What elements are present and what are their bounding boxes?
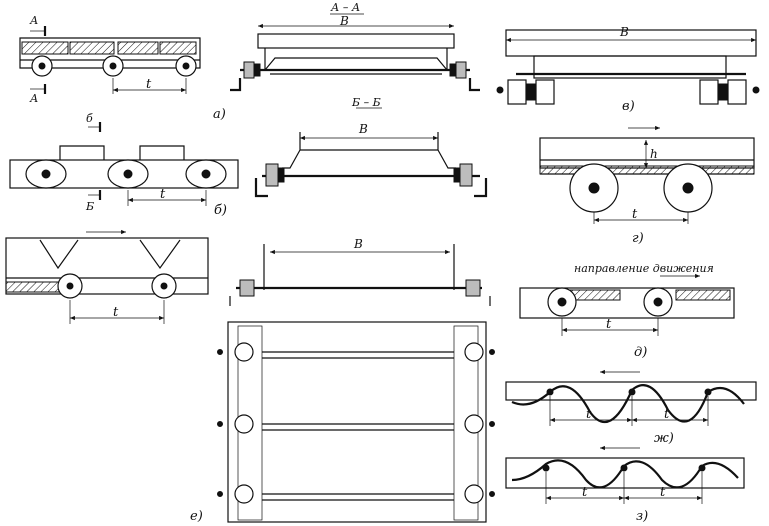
figure-label-zh: ж) bbox=[654, 431, 674, 446]
figure-left-middle-side-view bbox=[5, 229, 209, 324]
dimension-t-z1: t bbox=[582, 485, 588, 500]
section-title-bb: Б – Б bbox=[351, 96, 381, 109]
section-aa-view bbox=[230, 13, 480, 92]
figure-label-b: б) bbox=[214, 203, 227, 218]
section-bb-view bbox=[254, 107, 488, 198]
figure-label-g: г) bbox=[632, 231, 644, 246]
dimension-B-aa: B bbox=[339, 14, 349, 28]
section-mark-b-bottom: Б bbox=[85, 200, 94, 213]
dimension-t-zh2: t bbox=[664, 407, 670, 422]
figure-v-end-view bbox=[496, 29, 760, 105]
figure-b-side-view bbox=[9, 122, 239, 206]
dimension-t-d: t bbox=[606, 317, 612, 332]
dimension-t-a: t bbox=[146, 77, 152, 92]
section-mark-a-top: А bbox=[29, 14, 38, 27]
figure-label-a: а) bbox=[213, 107, 226, 122]
figure-label-e: е) bbox=[190, 509, 203, 524]
figure-z-side-view bbox=[505, 445, 745, 504]
figure-e-plan-view bbox=[217, 244, 495, 523]
figure-label-v: в) bbox=[622, 99, 635, 114]
figure-label-d: д) bbox=[634, 345, 647, 360]
dimension-t-g: t bbox=[632, 207, 638, 222]
figure-zh-side-view bbox=[505, 369, 757, 426]
section-mark-a-bottom: А bbox=[29, 92, 38, 105]
dimension-t-left: t bbox=[113, 305, 119, 320]
dimension-t-z2: t bbox=[660, 485, 666, 500]
figure-label-z: з) bbox=[636, 509, 648, 524]
figure-g-side-view bbox=[539, 125, 755, 224]
dimension-B-v: B bbox=[619, 25, 629, 39]
dimension-t-b: t bbox=[160, 187, 166, 202]
dimension-t-zh1: t bbox=[586, 407, 592, 422]
section-title-aa: А – А bbox=[330, 1, 360, 14]
dimension-B-e: B bbox=[353, 237, 363, 251]
section-mark-b-top: б bbox=[86, 112, 93, 125]
figure-d-side-view bbox=[519, 273, 735, 336]
dimension-B-bb: B bbox=[358, 122, 368, 136]
figure-a-side-view bbox=[19, 26, 201, 94]
direction-caption: направление движения bbox=[574, 262, 714, 275]
dimension-h-g: h bbox=[650, 147, 658, 161]
